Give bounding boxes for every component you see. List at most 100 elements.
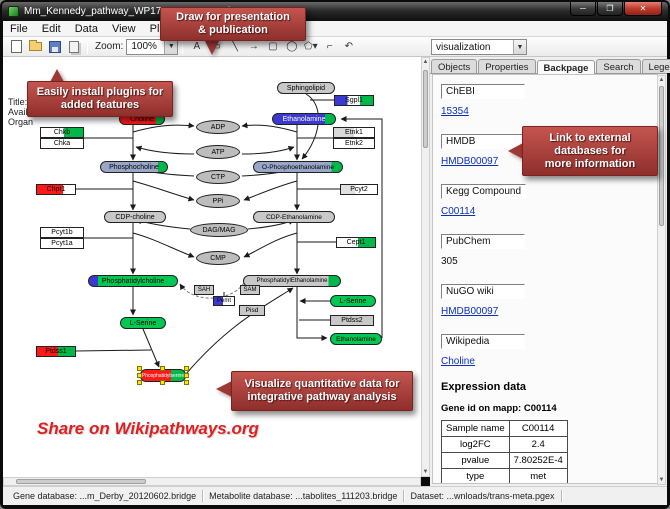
canvas-vertical-scrollbar[interactable]: ▲ ▼: [421, 57, 430, 477]
node-sam[interactable]: SAM: [240, 285, 260, 295]
callout-text-line: more information: [544, 157, 636, 170]
node-pcyt1b[interactable]: Pcyt1b: [40, 227, 84, 238]
node-pisd[interactable]: Pisd: [239, 305, 265, 316]
canvas-horizontal-scrollbar[interactable]: [3, 477, 421, 486]
visualization-combobox[interactable]: visualization ▼: [431, 39, 527, 55]
node-pcyt1a[interactable]: Pcyt1a: [40, 238, 84, 249]
title-bar[interactable]: Mm_Kennedy_pathway_WP1771_45176.gpml ─❐✕: [2, 2, 668, 21]
rect-tool[interactable]: ▢: [268, 41, 278, 52]
tab-legend[interactable]: Legend: [641, 59, 670, 73]
connector-tool[interactable]: ⌐: [326, 41, 333, 52]
table-cell: met: [508, 468, 568, 483]
menu-bar: FileEditDataViewPluginsHelp: [3, 21, 667, 37]
callout-draw-presentation: Draw for presentation& publication: [160, 7, 306, 41]
selection-handle[interactable]: [184, 366, 189, 371]
menu-edit[interactable]: Edit: [41, 22, 61, 35]
node-ptdss2[interactable]: Ptdss2: [330, 315, 374, 326]
node-chkb[interactable]: Chkb: [40, 127, 84, 138]
tab-backpage[interactable]: Backpage: [536, 60, 596, 74]
maximize-button[interactable]: ❐: [597, 2, 623, 16]
node-pemt[interactable]: Pemt: [213, 296, 235, 306]
node-l-serine[interactable]: L-Serine: [120, 317, 166, 329]
selection-handle[interactable]: [137, 380, 142, 385]
close-button[interactable]: ✕: [624, 2, 662, 16]
new-file-button[interactable]: [7, 38, 26, 55]
selection-handle[interactable]: [137, 366, 142, 371]
node-etnk2[interactable]: Etnk2: [333, 138, 375, 149]
node-cdp-choline[interactable]: CDP-choline: [104, 211, 166, 223]
scroll-thumb[interactable]: [423, 70, 428, 148]
status-segment: Metabolite database: ...tabolites_111203…: [203, 490, 405, 502]
external-link[interactable]: 15354: [441, 106, 469, 117]
node-phosphocholine[interactable]: Phosphocholine: [100, 161, 168, 173]
line-tool[interactable]: ╲: [231, 41, 238, 52]
node-adp[interactable]: ADP: [196, 120, 240, 134]
node-etnk1[interactable]: Etnk1: [333, 127, 375, 138]
scroll-down-icon[interactable]: ▼: [658, 477, 665, 483]
node-dag-mag[interactable]: DAG/MAG: [190, 223, 248, 237]
selection-handle[interactable]: [184, 380, 189, 385]
node-cdp-ethanolamine[interactable]: CDP-Ethanolamine: [253, 211, 335, 223]
selection-handle[interactable]: [160, 366, 165, 371]
external-link[interactable]: HMDB00097: [441, 156, 499, 167]
scroll-thumb[interactable]: [659, 86, 664, 226]
tab-objects[interactable]: Objects: [431, 59, 478, 73]
save-disk-icon: [48, 40, 61, 53]
external-link[interactable]: Choline: [441, 356, 475, 367]
menu-file[interactable]: File: [10, 22, 28, 35]
menu-data[interactable]: Data: [74, 22, 98, 35]
node-ctp[interactable]: CTP: [196, 170, 240, 184]
panel-scrollbar[interactable]: ▲ ▼: [657, 75, 666, 485]
label-tool[interactable]: A: [193, 41, 201, 52]
toolbar: Zoom: 100% ▼ A▭╲→▢◯⬠▾⌐↶ visualization ▼: [3, 37, 667, 57]
window-controls: ─❐✕: [569, 2, 662, 16]
node-ppi[interactable]: PPi: [196, 194, 240, 208]
oval-tool[interactable]: ◯: [286, 41, 298, 52]
node-chka[interactable]: Chka: [40, 138, 84, 149]
node-cmp[interactable]: CMP: [196, 251, 240, 265]
scroll-thumb[interactable]: [16, 479, 146, 484]
undo-tool[interactable]: ↶: [344, 41, 354, 52]
node-o-phosphoethanolamine[interactable]: O-Phosphoethanolamine: [253, 161, 343, 173]
scroll-up-icon[interactable]: ▲: [658, 77, 665, 83]
zoom-combobox[interactable]: 100% ▼: [126, 38, 179, 55]
minimize-button[interactable]: ─: [570, 2, 596, 16]
node-ethanolamine[interactable]: Ethanolamine: [330, 333, 382, 345]
external-link[interactable]: C00114: [441, 206, 476, 217]
scroll-up-icon[interactable]: ▲: [422, 59, 429, 65]
node-phosphatidylcholine[interactable]: Phosphatidylcholine: [88, 275, 178, 287]
tab-search[interactable]: Search: [596, 59, 641, 73]
selection-handle[interactable]: [160, 380, 165, 385]
node-sgpl1[interactable]: Sgpl1: [334, 95, 374, 106]
callout-text-line: Draw for presentation: [176, 11, 290, 23]
arrow-tool[interactable]: →: [248, 41, 259, 52]
node-chpt1[interactable]: Chpt1: [36, 184, 76, 195]
node-pcyt2[interactable]: Pcyt2: [340, 184, 378, 195]
save-button[interactable]: [45, 38, 64, 55]
copy-button[interactable]: [64, 38, 83, 55]
node-ethanolamine[interactable]: Ethanolamine: [272, 113, 336, 125]
chevron-down-icon[interactable]: ▼: [164, 39, 178, 54]
info-line: Title:: [8, 97, 28, 107]
tab-properties[interactable]: Properties: [478, 59, 536, 73]
shapes-tool[interactable]: ⬠▾: [303, 41, 318, 52]
selection-handle[interactable]: [137, 372, 142, 378]
node-ptdss1[interactable]: Ptdss1: [36, 346, 76, 357]
menu-view[interactable]: View: [111, 22, 136, 35]
chevron-down-icon[interactable]: ▼: [513, 40, 526, 54]
open-file-button[interactable]: [26, 38, 45, 55]
external-link[interactable]: HMDB00097: [441, 306, 499, 317]
scroll-down-icon[interactable]: ▼: [422, 469, 429, 475]
copy-icon: [68, 40, 79, 53]
selection-handle[interactable]: [184, 372, 189, 378]
node-sphingolipid[interactable]: Sphingolipid: [277, 82, 335, 94]
node-cept1[interactable]: Cept1: [336, 237, 376, 248]
node-atp[interactable]: ATP: [196, 145, 240, 159]
node-l-serine[interactable]: L-Serine: [330, 295, 376, 307]
node-sah[interactable]: SAH: [194, 285, 214, 295]
callout-text-line: Visualize quantitative data for: [244, 378, 400, 390]
node-phosphatidylethanolamine[interactable]: PhosphatidylEthanolamine: [243, 275, 341, 287]
